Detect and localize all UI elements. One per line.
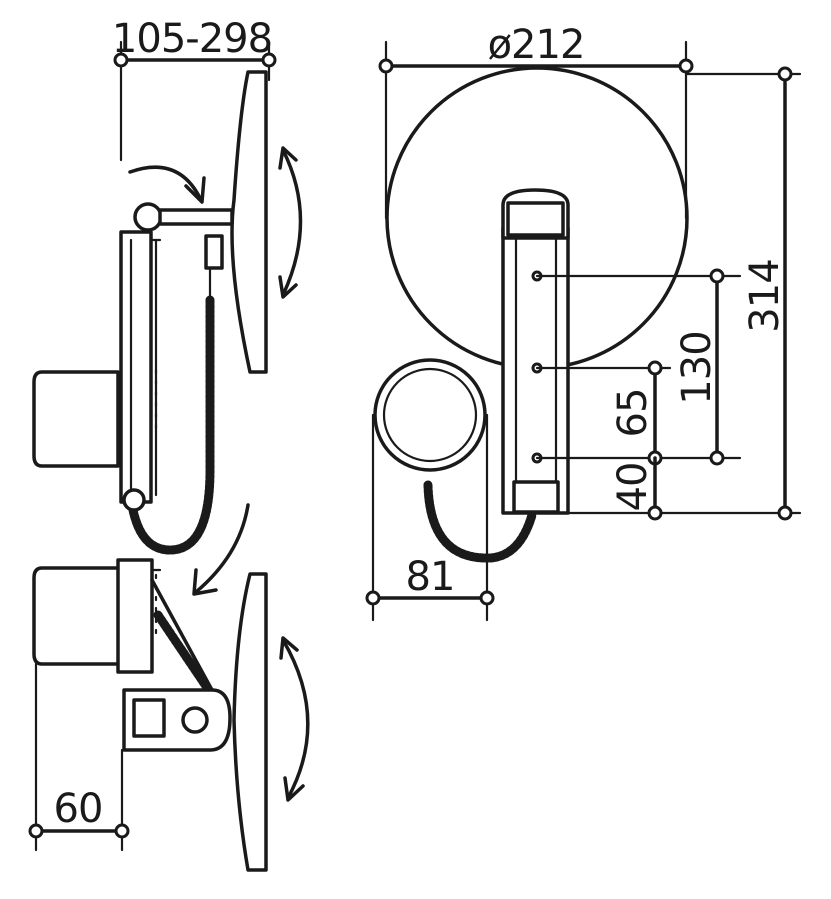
diagonal-arm (150, 578, 214, 692)
dim-terminator (113, 52, 129, 68)
hinge-arm (158, 208, 234, 226)
dim-terminator (365, 590, 381, 606)
dim-terminator (777, 66, 793, 82)
spacing-65-label: 65 (610, 389, 656, 438)
arrowhead-icon (283, 776, 305, 802)
front-view: ø212 81 314 (365, 22, 802, 622)
projection-dim-label: 105-298 (112, 16, 272, 62)
arrowhead-icon (184, 176, 206, 204)
tilt-arrow-icon (281, 148, 303, 297)
top-hinge (133, 202, 163, 232)
mirror-side-upper (230, 70, 268, 374)
arrowhead-icon (278, 275, 298, 299)
side-view-extended: 105-298 (32, 16, 303, 596)
dim-terminator (709, 268, 725, 284)
coil-hose-upper (127, 295, 215, 555)
side-view-folded: 60 (28, 558, 310, 872)
tilt-arrow-icon (281, 638, 310, 800)
wall-flange-upper (32, 370, 120, 468)
wall-plate-lower (116, 558, 154, 674)
dim-terminator (709, 450, 725, 466)
arm-top-block (506, 201, 565, 237)
dim-terminator (261, 52, 277, 68)
fold-arrow-icon (194, 503, 250, 594)
dim-terminator (678, 58, 694, 74)
accessory-ring-inner (382, 367, 478, 463)
mirror-bracket (204, 234, 224, 270)
depth-dim-label: 60 (54, 786, 103, 832)
dim-terminator (114, 823, 130, 839)
diameter-dim-label: ø212 (488, 22, 585, 68)
spacing-40-label: 40 (610, 463, 656, 512)
wall-flange-lower (32, 566, 124, 666)
spacing-130-label: 130 (674, 331, 720, 404)
dim-terminator (28, 823, 44, 839)
dim-terminator (479, 590, 495, 606)
dim-terminator (647, 505, 663, 521)
ring-dim-label: 81 (406, 554, 455, 600)
hinge-slot (132, 698, 166, 738)
lower-hinge (122, 488, 146, 512)
arrowhead-icon (279, 636, 299, 660)
rotation-arrow-icon (128, 165, 202, 200)
mirror-side-lower (232, 572, 268, 872)
dim-terminator (777, 505, 793, 521)
coil-hose-front (423, 480, 537, 563)
accessory-ring-outer (373, 358, 487, 472)
dim-terminator (378, 58, 394, 74)
height-dim-label: 314 (742, 259, 788, 332)
wall-column (119, 230, 153, 504)
dim-terminator (647, 360, 663, 376)
arrowhead-icon (192, 568, 218, 596)
coil-hose-lower (153, 610, 215, 697)
arm-bottom-block (512, 480, 560, 514)
arrowhead-icon (278, 146, 298, 170)
hinge-pin (181, 706, 209, 734)
